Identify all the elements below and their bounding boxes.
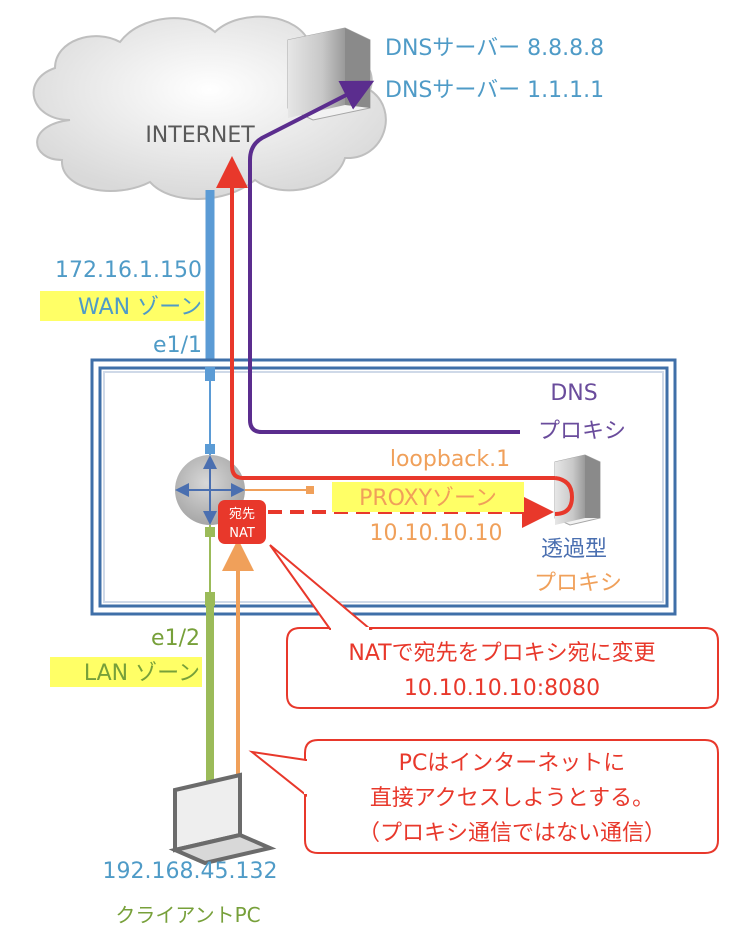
- e1-2-port: [205, 592, 215, 606]
- dns-server-icon: [287, 27, 371, 121]
- callout-pc-line2: 直接アクセスしようとする。: [370, 786, 654, 811]
- callout-nat: NATで宛先をプロキシ宛に変更 10.10.10.10:8080: [269, 544, 719, 709]
- nat-badge: 宛先 NAT: [218, 500, 266, 544]
- callout-pc-line1: PCはインターネットに: [399, 751, 626, 776]
- wan-internal-port: [205, 444, 215, 454]
- transparent-proxy-label-2: プロキシ: [534, 571, 622, 596]
- wan-interface-label: e1/1: [153, 333, 202, 358]
- proxy-ip-label: 10.10.10.10: [370, 521, 503, 546]
- wan-ip-label: 172.16.1.150: [55, 258, 202, 283]
- internet-label: INTERNET: [145, 123, 255, 148]
- wan-zone-highlight: [40, 291, 204, 321]
- lan-internal-port: [205, 527, 215, 537]
- loopback-port: [306, 486, 314, 494]
- callout-pc-line3: （プロキシ通信ではない通信）: [358, 821, 666, 846]
- transparent-proxy-label-1: 透過型: [541, 537, 607, 562]
- lan-interface-label: e1/2: [151, 626, 200, 651]
- dns-proxy-path: [248, 80, 520, 434]
- laptop-icon: [168, 772, 277, 866]
- proxy-outbound-path: [216, 156, 555, 480]
- dns-proxy-label-1: DNS: [550, 381, 597, 406]
- dns-server-secondary: DNSサーバー 1.1.1.1: [385, 78, 604, 103]
- callout-nat-line1: NATで宛先をプロキシ宛に変更: [348, 641, 655, 666]
- dns-proxy-label-2: プロキシ: [538, 419, 626, 444]
- e1-1-port: [205, 367, 215, 381]
- proxy-loop: [554, 476, 575, 516]
- client-ip-label: 192.168.45.132: [103, 859, 278, 884]
- lan-zone-label: LAN ゾーン: [84, 661, 200, 686]
- proxy-zone-label: PROXYゾーン: [359, 486, 497, 511]
- nat-badge-line1: 宛先: [229, 507, 255, 522]
- callout-nat-line2: 10.10.10.10:8080: [404, 676, 600, 701]
- lan-zone-highlight: [50, 657, 202, 687]
- loopback-label: loopback.1: [390, 447, 510, 472]
- client-label: クライアントPC: [115, 903, 260, 927]
- nat-badge-line2: NAT: [229, 526, 255, 541]
- dns-server-primary: DNSサーバー 8.8.8.8: [385, 36, 604, 61]
- proxy-zone-highlight: [332, 482, 524, 512]
- wan-zone-label: WAN ゾーン: [78, 295, 202, 320]
- callout-pc: PCはインターネットに 直接アクセスしようとする。 （プロキシ通信ではない通信）: [248, 739, 719, 854]
